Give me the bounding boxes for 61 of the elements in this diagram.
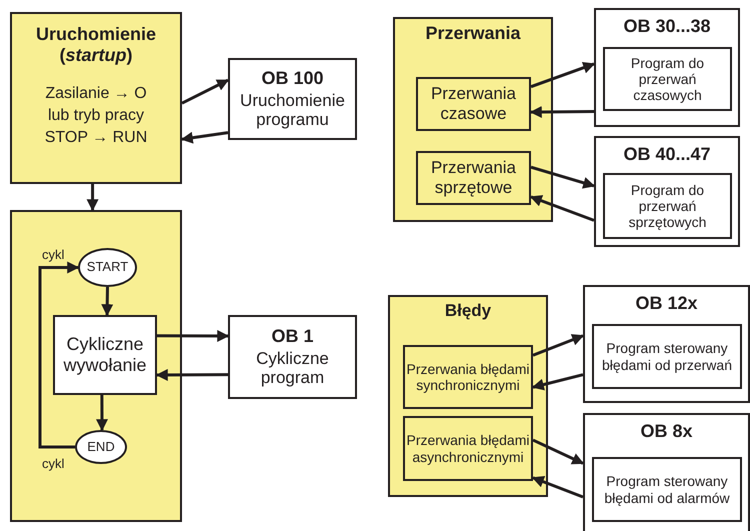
arrow (532, 334, 584, 357)
process-box (416, 77, 531, 131)
arrow (181, 78, 230, 104)
arrow (180, 131, 228, 144)
group-box (594, 136, 740, 247)
process-box (228, 58, 357, 140)
group-box (583, 413, 750, 531)
arrow (530, 195, 595, 222)
arrow (530, 106, 594, 118)
box-text: Przerwania czasowe (430, 84, 518, 124)
group-box (393, 17, 553, 222)
process-box (592, 457, 742, 522)
arrow (532, 438, 584, 465)
process-box (603, 47, 732, 111)
process-box (403, 345, 533, 409)
arrow (157, 330, 230, 342)
box-text: START (86, 260, 128, 275)
box-title: OB 30...38 (623, 16, 711, 37)
box-text: Program do przerwań czasowych (630, 54, 706, 104)
box-text: Uruchomienie programu (239, 90, 346, 130)
box-title: Uruchomienie (startup) (34, 24, 158, 66)
group-box (10, 210, 182, 522)
group-box (583, 285, 750, 403)
arrow (96, 395, 108, 432)
box-text: Cykliczne program (255, 348, 330, 388)
process-box (403, 416, 533, 481)
process-box (228, 315, 357, 399)
box-text: Program do przerwań sprzętowych (628, 182, 708, 230)
group-box (388, 295, 548, 497)
box-text: Przerwania błędami asynchronicznymi (406, 432, 530, 465)
arrow (38, 262, 80, 448)
loop-label: cykl (42, 456, 64, 471)
box-text: END (87, 440, 115, 454)
box-title: OB 1 (271, 326, 314, 347)
group-box (594, 8, 740, 127)
arrow (532, 476, 584, 498)
process-box (10, 12, 182, 184)
arrow (532, 373, 584, 390)
terminal-ellipse (75, 430, 127, 464)
loop-label: cykl (42, 247, 64, 262)
arrow (101, 286, 114, 316)
arrow (530, 166, 596, 189)
process-box (416, 151, 531, 205)
box-title: OB 40...47 (623, 144, 711, 165)
box-text: Cykliczne wywołanie (62, 334, 148, 376)
arrow (86, 184, 99, 212)
process-box (53, 315, 157, 395)
process-box (603, 173, 732, 239)
box-title: OB 12x (635, 293, 698, 314)
arrow (156, 368, 228, 381)
box-text: Przerwania sprzętowe (430, 158, 518, 198)
box-text: Przerwania błędami synchronicznymi (406, 360, 530, 394)
box-text: Program sterowany błędami od przerwań (601, 340, 733, 373)
box-title: OB 8x (640, 421, 693, 442)
box-title: Przerwania (425, 23, 521, 44)
box-text: Zasilanie → O lub tryb pracy STOP → RUN (44, 84, 148, 148)
box-title: OB 100 (261, 68, 324, 89)
process-box (592, 324, 742, 389)
arrow (530, 62, 596, 88)
box-text: Program sterowany błędami od alarmów (603, 473, 731, 506)
box-title: Błędy (444, 301, 492, 321)
